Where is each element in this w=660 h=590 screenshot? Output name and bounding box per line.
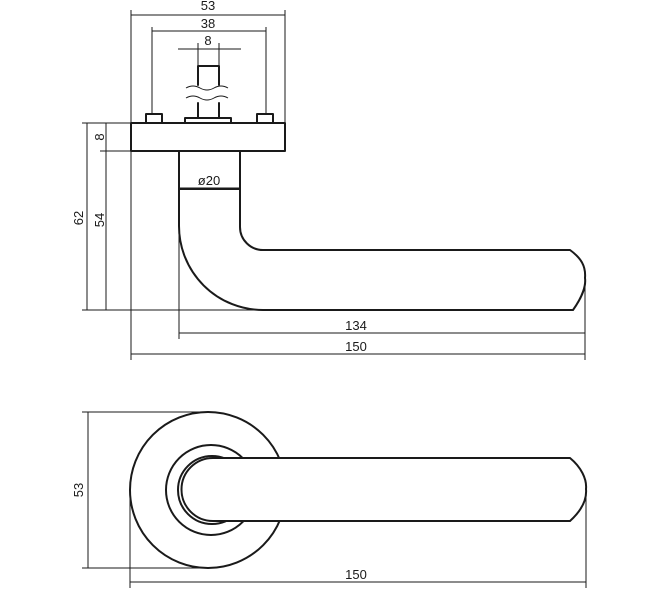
spindle <box>197 102 220 119</box>
rose-plate <box>130 122 286 152</box>
dim-top-total-length: 150 <box>129 489 587 588</box>
dim-lever-length: 134 <box>178 226 586 360</box>
dim-rose-diameter: 53 <box>71 411 200 569</box>
dim-label-rose-thickness: 8 <box>92 133 107 140</box>
spindle-break-lines <box>185 85 229 101</box>
dim-spindle: 8 <box>178 33 241 66</box>
screw-head-right <box>256 113 274 124</box>
dim-label-rose-diameter: 53 <box>71 483 86 497</box>
dim-label-neck-diameter: ø20 <box>198 173 220 188</box>
top-view: 53 150 <box>71 411 588 588</box>
dim-label-lever-height: 54 <box>92 213 107 227</box>
lever-neck <box>178 150 241 190</box>
dim-total-length: 150 <box>130 151 585 360</box>
dim-label-rose-width: 53 <box>201 0 215 13</box>
dim-rose-thickness: 8 <box>92 123 131 152</box>
dim-label-lever-length: 134 <box>345 318 367 333</box>
lever-top-view <box>180 457 588 522</box>
dim-label-screw-spacing: 38 <box>201 16 215 31</box>
lever-body <box>178 188 587 311</box>
side-view: 53 38 8 62 8 <box>71 0 587 360</box>
screw-head-left <box>145 113 163 124</box>
spindle-base <box>184 117 232 124</box>
dim-neck-diameter: ø20 <box>179 173 240 189</box>
dim-label-top-total-length: 150 <box>345 567 367 582</box>
dim-label-total-height: 62 <box>71 211 86 225</box>
spindle-top <box>197 65 220 86</box>
dim-screw-spacing: 38 <box>151 16 267 114</box>
dim-label-spindle: 8 <box>204 33 211 48</box>
dim-lever-height: 54 <box>92 151 107 310</box>
dim-label-total-length: 150 <box>345 339 367 354</box>
dim-rose-width: 53 <box>130 0 286 123</box>
dim-total-height: 62 <box>71 122 263 311</box>
